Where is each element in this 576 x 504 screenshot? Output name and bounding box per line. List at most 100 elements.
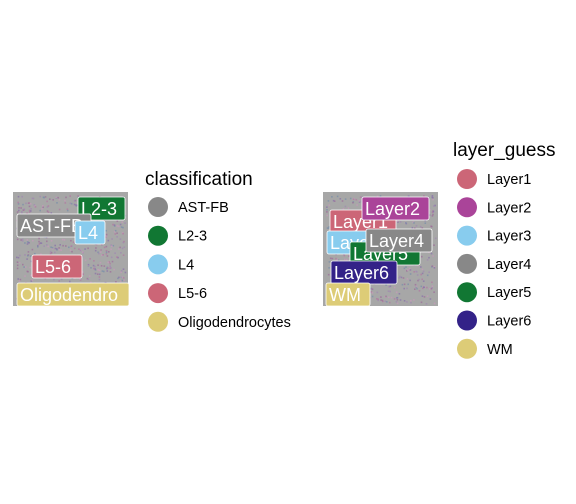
tissue-spot [423, 296, 426, 298]
legend-label: Layer1 [487, 172, 531, 188]
tissue-spot [396, 220, 399, 222]
tissue-spot [27, 254, 29, 257]
tissue-spot [377, 298, 379, 301]
tissue-spot [342, 208, 345, 210]
tissue-spot [50, 240, 53, 242]
tissue-spot [101, 270, 104, 272]
tissue-spot [433, 265, 436, 268]
cluster-label: Layer2 [361, 196, 430, 221]
tissue-spot [26, 270, 29, 273]
tissue-spot [110, 248, 112, 251]
tissue-spot [116, 256, 118, 258]
tissue-spot [416, 274, 419, 276]
tissue-spot [78, 248, 80, 250]
tissue-spot [343, 254, 346, 257]
tissue-spot [21, 195, 23, 198]
tissue-spot [17, 203, 20, 205]
tissue-spot [420, 301, 423, 304]
tissue-spot [29, 266, 31, 269]
tissue-spot [40, 253, 42, 255]
tissue-spot [34, 206, 37, 208]
tissue-spot [432, 210, 435, 213]
tissue-spot [47, 211, 50, 213]
cluster-label-box [31, 254, 83, 279]
tissue-spot [116, 232, 118, 234]
tissue-spot [25, 202, 27, 205]
tissue-spot [114, 229, 117, 232]
tissue-spot [116, 225, 119, 227]
tissue-spot [24, 266, 27, 268]
tissue-spot [403, 300, 406, 302]
tissue-spot [89, 258, 91, 260]
tissue-spot [71, 250, 73, 253]
tissue-spot [32, 197, 35, 200]
tissue-spot [30, 280, 33, 282]
tissue-spot [111, 260, 114, 263]
tissue-spot [348, 255, 350, 257]
tissue-spot [53, 278, 55, 281]
tissue-spot [420, 285, 423, 288]
tissue-spot [385, 295, 387, 298]
tissue-spot [428, 271, 430, 273]
tissue-spot [30, 260, 33, 263]
tissue-spot [23, 208, 26, 210]
tissue-spot [118, 248, 120, 250]
tissue-spot [426, 295, 429, 297]
tissue-spot [420, 266, 422, 268]
tissue-spot [328, 226, 330, 228]
tissue-spot [349, 197, 352, 200]
tissue-spot [426, 274, 429, 277]
tissue-spot [384, 300, 387, 303]
tissue-spot [111, 238, 113, 240]
legend-key [148, 197, 168, 217]
tissue-spot [69, 249, 72, 251]
tissue-spot [347, 207, 350, 209]
tissue-spot [431, 195, 434, 197]
tissue-spot [377, 299, 379, 302]
tissue-spot [81, 251, 84, 253]
tissue-spot [49, 250, 52, 253]
tissue-spot [431, 281, 433, 284]
tissue-spot [58, 198, 61, 201]
tissue-spot [28, 205, 31, 208]
tissue-spot [390, 296, 393, 299]
tissue-spot [123, 279, 125, 282]
tissue-spot [381, 299, 384, 302]
tissue-spot [327, 200, 330, 202]
tissue-spot [121, 221, 123, 223]
tissue-spot [119, 238, 122, 240]
tissue-spot [105, 233, 108, 236]
legend-title: layer_guess [453, 140, 555, 161]
tissue-spot [431, 215, 434, 217]
tissue-spot [75, 205, 78, 207]
tissue-spot [106, 255, 109, 257]
legend-title: classification [145, 169, 253, 190]
tissue-spot [421, 227, 424, 229]
tissue-spot [424, 222, 427, 224]
legend-key [457, 225, 477, 246]
tissue-spot [422, 280, 425, 282]
tissue-spot [409, 279, 411, 282]
tissue-spot [124, 271, 127, 274]
tissue-spot [30, 208, 32, 210]
tissue-spot [94, 265, 96, 268]
tissue-spot [371, 295, 374, 298]
tissue-spot [326, 214, 328, 217]
tissue-spot [84, 259, 87, 262]
tissue-spot [19, 278, 22, 281]
cluster-label: L4 [74, 220, 106, 245]
tissue-spot [419, 225, 422, 228]
tissue-spot [50, 246, 52, 248]
tissue-spot [73, 203, 76, 206]
tissue-spot [110, 267, 112, 269]
tissue-spot [18, 209, 20, 212]
tissue-spot [23, 266, 25, 268]
tissue-spot [396, 299, 399, 301]
tissue-spot [388, 296, 390, 299]
legend-label: L4 [178, 257, 194, 273]
tissue-spot [116, 220, 119, 222]
legend-item: L2-3 [148, 225, 207, 246]
legend-key [148, 283, 168, 304]
tissue-spot [98, 278, 101, 281]
